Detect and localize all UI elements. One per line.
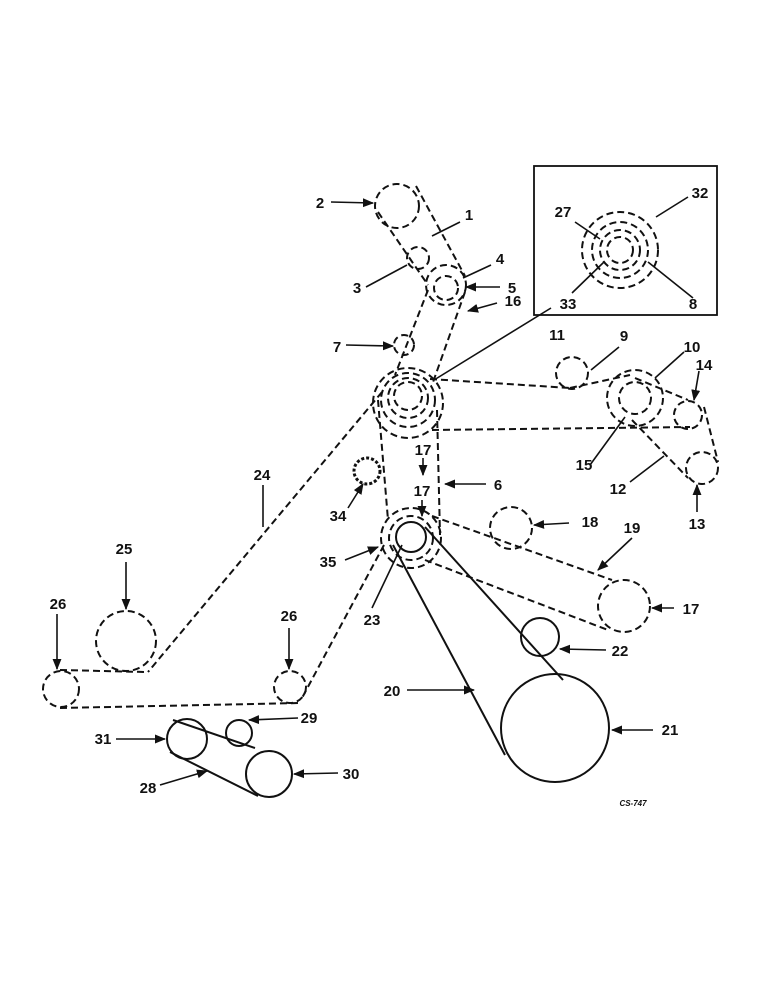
label-9: 9 [620, 328, 628, 345]
belt-19 [424, 515, 613, 631]
reference-numbers: 2 1 3 4 5 16 7 11 9 10 14 15 12 13 17 6 … [50, 185, 713, 808]
label-17-mid: 17 [414, 483, 431, 500]
label-29: 29 [301, 710, 318, 727]
pulley-13 [685, 451, 719, 485]
label-10: 10 [684, 339, 701, 356]
label-22: 22 [612, 643, 629, 660]
pulley-14 [673, 400, 703, 430]
label-32: 32 [692, 185, 709, 202]
label-2: 2 [316, 195, 324, 212]
pulley-25 [95, 610, 157, 672]
label-15: 15 [576, 457, 593, 474]
label-28: 28 [140, 780, 157, 797]
inset-pulley-stack [581, 211, 659, 289]
pulley-7 [393, 334, 415, 356]
pulley-18 [489, 506, 533, 550]
label-20: 20 [384, 683, 401, 700]
label-4: 4 [496, 251, 505, 268]
pulley-22 [520, 617, 560, 657]
label-11: 11 [549, 327, 565, 344]
pulley-26-right [273, 670, 307, 704]
pulley-10 [606, 369, 664, 427]
label-17-right: 17 [683, 601, 700, 618]
label-16: 16 [505, 293, 522, 310]
label-35: 35 [320, 554, 337, 571]
label-26-left: 26 [50, 596, 67, 613]
pulley-15 [618, 381, 652, 415]
pulley-34 [352, 456, 382, 486]
pulley-31 [166, 718, 208, 760]
label-8: 8 [689, 296, 697, 313]
label-18: 18 [582, 514, 599, 531]
label-7: 7 [333, 339, 341, 356]
pulley-stack-upper [372, 367, 444, 439]
pulley-21 [500, 673, 610, 783]
belt-20 [392, 526, 564, 756]
label-14: 14 [696, 357, 713, 374]
label-19: 19 [624, 520, 641, 537]
label-21: 21 [662, 722, 679, 739]
pulley-26-left [42, 670, 80, 708]
belt-6 [377, 399, 441, 536]
label-31: 31 [95, 731, 112, 748]
label-13: 13 [689, 516, 706, 533]
drawing-code: CS-747 [619, 799, 647, 808]
pulley-29 [225, 719, 253, 747]
label-27: 27 [555, 204, 572, 221]
inset-box [533, 165, 718, 316]
label-30: 30 [343, 766, 360, 783]
pulley-2 [374, 183, 420, 229]
pulley-17 [597, 579, 651, 633]
pulley-30 [245, 750, 293, 798]
label-6: 6 [494, 477, 502, 494]
label-3: 3 [353, 280, 361, 297]
label-23: 23 [364, 612, 381, 629]
pulley-stack-lower [380, 507, 442, 569]
label-12: 12 [610, 481, 627, 498]
pulley-9 [555, 356, 589, 390]
belt-24 [59, 391, 385, 709]
belt-11 [429, 374, 691, 431]
label-17-top: 17 [415, 442, 432, 459]
label-25: 25 [116, 541, 133, 558]
label-26-right: 26 [281, 608, 298, 625]
pulley-4-5-outer [425, 264, 467, 306]
leader-lines [52, 196, 702, 786]
pulley-3 [406, 246, 430, 270]
label-5: 5 [508, 280, 516, 297]
belt-16 [394, 289, 466, 386]
label-33: 33 [560, 296, 577, 313]
belt-1 [377, 185, 466, 286]
label-1: 1 [465, 207, 473, 224]
label-34: 34 [330, 508, 347, 525]
label-24: 24 [254, 467, 271, 484]
pulley-4-5-inner [433, 275, 459, 301]
